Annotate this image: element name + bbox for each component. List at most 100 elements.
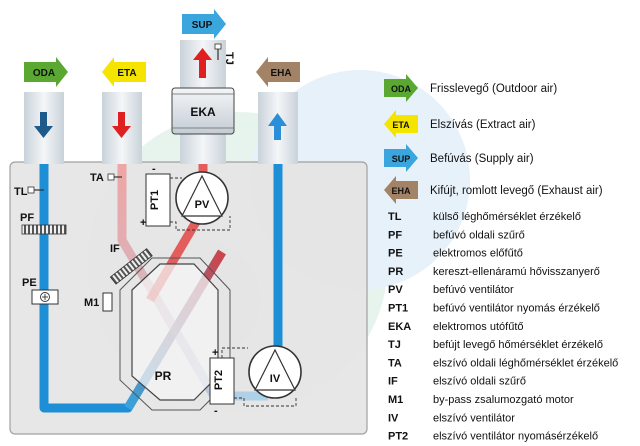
ta-label: TA <box>90 172 104 184</box>
legend-flow-code: ETA <box>392 120 410 130</box>
legend-item-desc: elszívó oldali léghőmérséklet érzékelő <box>433 357 618 369</box>
pt2-label: PT2 <box>213 370 225 390</box>
legend-item-desc: elektromos előfűtő <box>433 248 523 260</box>
legend-item-code: PF <box>388 229 402 241</box>
legend-item-desc: elszívó ventilátor nyomásérzékelő <box>433 431 598 443</box>
legend-flow-eta: ETA Elszívás (Extract air) <box>384 110 536 138</box>
legend-item-code: PT2 <box>388 431 408 443</box>
pv-fan <box>175 171 229 225</box>
svg-text:ODA: ODA <box>33 68 55 79</box>
sup-duct-arrow <box>193 48 212 78</box>
legend-item-desc: elszívó ventilátor <box>433 412 515 424</box>
iv-fan <box>248 345 302 399</box>
legend-item-pe: PE elektromos előfűtő <box>388 248 523 260</box>
legend-item-code: IF <box>388 376 398 388</box>
legend-flow-oda: ODA Frisslevegő (Outdoor air) <box>384 74 557 102</box>
eta-tag: ETA <box>102 57 146 87</box>
legend-flow-code: ODA <box>391 84 412 94</box>
sup-duct-lower <box>180 130 226 164</box>
pr-label: PR <box>155 369 172 383</box>
legend-flow-desc: Frisslevegő (Outdoor air) <box>430 83 557 95</box>
eka-label: EKA <box>190 105 216 119</box>
legend-item-desc: befúvó ventilátor nyomás érzékelő <box>433 303 600 315</box>
legend-item-eka: EKA elektromos utófűtő <box>388 321 524 333</box>
pf-label: PF <box>20 212 34 224</box>
legend-flow-arrow <box>384 110 418 138</box>
if-label: IF <box>110 243 120 255</box>
tl-sensor <box>27 186 44 194</box>
pt2-minus: - <box>214 405 218 417</box>
legend-flows: ODA Frisslevegő (Outdoor air) ETA Elszívás … <box>384 74 603 204</box>
pe-preheater <box>31 289 59 305</box>
m1-motor <box>102 292 113 312</box>
if-filter <box>109 248 153 285</box>
legend-item-ta: TA elszívó oldali léghőmérséklet érzékelő <box>388 357 618 369</box>
legend-flow-arrow <box>384 144 418 172</box>
sup-tag: SUP <box>182 9 226 39</box>
legend-item-desc: külső léghőmérséklet érzékelő <box>433 211 581 223</box>
legend-item-code: EKA <box>388 321 411 333</box>
pt1-plus: + <box>140 217 146 229</box>
legend-item-pt1: PT1 befúvó ventilátor nyomás érzékelő <box>388 303 600 315</box>
eka-heater <box>171 87 235 135</box>
pt1-sensor <box>145 173 231 231</box>
pr-heat-exchanger <box>131 263 219 401</box>
legend-item-pt2: PT2 elszívó ventilátor nyomásérzékelő <box>388 431 598 443</box>
legend-item-if: IF elszívó oldali szűrő <box>388 376 526 388</box>
legend-item-desc: kereszt-ellenáramú hővisszanyerő <box>433 266 600 278</box>
legend-item-pf: PF befúvó oldali szűrő <box>388 229 525 241</box>
tj-label: TJ <box>223 52 235 65</box>
legend-item-desc: befúvó oldali szűrő <box>433 229 525 241</box>
legend-item-iv: IV elszívó ventilátor <box>388 412 515 424</box>
legend-item-tl: TL külső léghőmérséklet érzékelő <box>388 211 581 223</box>
legend-item-desc: by-pass zsalumozgató motor <box>433 394 574 406</box>
oda-duct-arrow <box>34 112 53 138</box>
tl-label: TL <box>14 186 28 198</box>
m1-label: M1 <box>84 297 99 309</box>
legend-item-code: PR <box>388 266 403 278</box>
legend-item-code: IV <box>388 412 399 424</box>
legend-flow-code: EHA <box>391 186 411 196</box>
legend-flow-desc: Befúvás (Supply air) <box>430 153 534 165</box>
pf-filter <box>21 224 67 235</box>
legend-item-desc: elszívó oldali szűrő <box>433 376 526 388</box>
pe-label: PE <box>22 277 37 289</box>
legend-item-code: M1 <box>388 394 403 406</box>
legend-item-pv: PV befúvó ventilátor <box>388 284 514 296</box>
legend-flow-arrow <box>384 74 418 102</box>
legend-item-code: PE <box>388 248 403 260</box>
iv-label: IV <box>270 373 281 385</box>
pt2-sensor <box>209 347 297 407</box>
legend-item-code: TA <box>388 357 402 369</box>
eta-duct-arrow <box>112 112 131 138</box>
legend-item-tj: TJ befújt levegő hőmérséklet érzékelő <box>388 339 603 351</box>
pt1-label: PT1 <box>149 190 161 210</box>
ta-sensor <box>107 173 122 181</box>
eha-duct-arrow <box>268 113 287 140</box>
legend-flow-sup: SUP Befúvás (Supply air) <box>384 144 534 172</box>
legend-item-code: TJ <box>388 339 401 351</box>
legend-item-pr: PR kereszt-ellenáramú hővisszanyerő <box>388 266 600 278</box>
legend-item-desc: befújt levegő hőmérséklet érzékelő <box>433 339 603 351</box>
svg-text:ETA: ETA <box>117 68 136 79</box>
pv-label: PV <box>195 199 210 211</box>
pt2-plus: + <box>212 347 218 359</box>
legend-item-code: TL <box>388 211 402 223</box>
legend-item-desc: befúvó ventilátor <box>433 284 514 296</box>
legend-item-code: PV <box>388 284 403 296</box>
svg-text:EHA: EHA <box>270 68 291 79</box>
legend-item-code: PT1 <box>388 303 408 315</box>
eha-tag: EHA <box>256 57 300 87</box>
legend-flow-eha: EHA Kifújt, romlott levegő (Exhaust air) <box>384 176 603 204</box>
legend-flow-arrow <box>384 176 418 204</box>
legend-item-m1: M1 by-pass zsalumozgató motor <box>388 394 574 406</box>
legend-item-desc: elektromos utófűtő <box>433 321 524 333</box>
tj-sensor <box>214 43 222 60</box>
legend-flow-desc: Kifújt, romlott levegő (Exhaust air) <box>430 185 603 197</box>
oda-tag: ODA <box>24 57 68 87</box>
svg-text:SUP: SUP <box>192 20 213 31</box>
legend-flow-desc: Elszívás (Extract air) <box>430 119 536 131</box>
legend-flow-code: SUP <box>392 154 411 164</box>
